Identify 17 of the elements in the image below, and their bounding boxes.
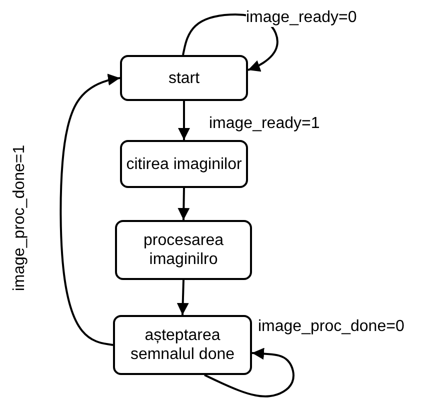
state-box [113, 315, 252, 375]
state-box [120, 55, 248, 101]
state-name: start [168, 68, 200, 88]
state-box [115, 220, 252, 280]
arrow [178, 101, 190, 140]
arrow [60, 74, 120, 346]
arrow [178, 188, 190, 220]
state-name: procesarea imaginilro [142, 231, 225, 269]
state-name: așteptarea semnalul done [129, 326, 236, 364]
edge-label: image_proc_done=1 [11, 144, 29, 292]
edge-label: image_ready=0 [246, 9, 357, 27]
edge-label: image_proc_done=0 [258, 318, 404, 336]
state-name: citirea imaginilor [126, 154, 242, 174]
edge-label: image_ready=1 [209, 115, 320, 133]
arrow [204, 348, 294, 398]
arrow [176, 280, 189, 316]
state-box [120, 140, 248, 188]
